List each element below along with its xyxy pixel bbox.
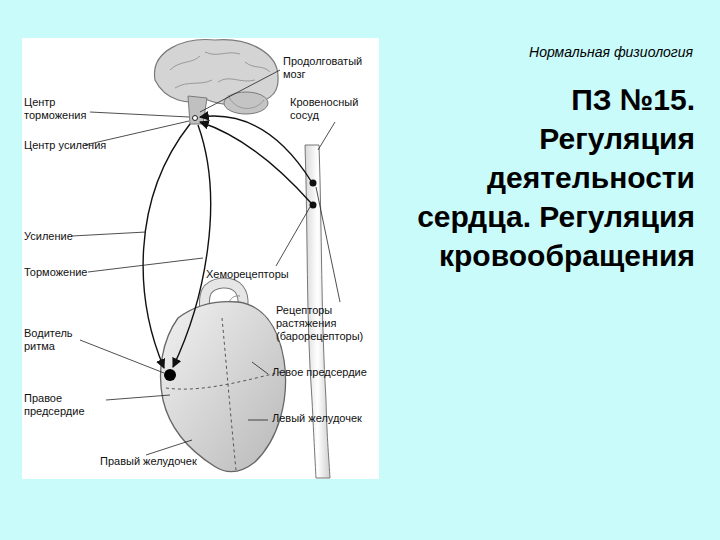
- heart: [161, 283, 286, 472]
- part-label: Хеморецепторы: [206, 268, 296, 281]
- part-label: Левое предсердие: [272, 366, 376, 379]
- white-panel: [22, 38, 379, 479]
- course-name: Нормальная физиология: [420, 44, 693, 61]
- part-label: Водитель ритма: [24, 327, 94, 353]
- part-label: Усиление: [24, 230, 84, 243]
- part-label: Продолговатый мозг: [283, 55, 378, 81]
- part-label: Центр торможения: [24, 96, 119, 122]
- part-label: Центр усиления: [24, 139, 114, 152]
- part-label: Правое предсердие: [24, 392, 114, 418]
- part-label: Левый желудочек: [272, 412, 376, 425]
- part-label: Кровеносный сосуд: [290, 96, 376, 122]
- leader-lines: [72, 70, 340, 455]
- brain: [155, 40, 279, 124]
- slide-title: ПЗ №15. Регуляция деятельности сердца. Р…: [410, 80, 695, 275]
- part-label: Рецепторы растяжения (барорецепторы): [276, 304, 376, 343]
- part-label: Правый желудочек: [100, 455, 210, 468]
- pacemaker-dot: [164, 369, 176, 381]
- part-label: Торможение: [24, 266, 94, 279]
